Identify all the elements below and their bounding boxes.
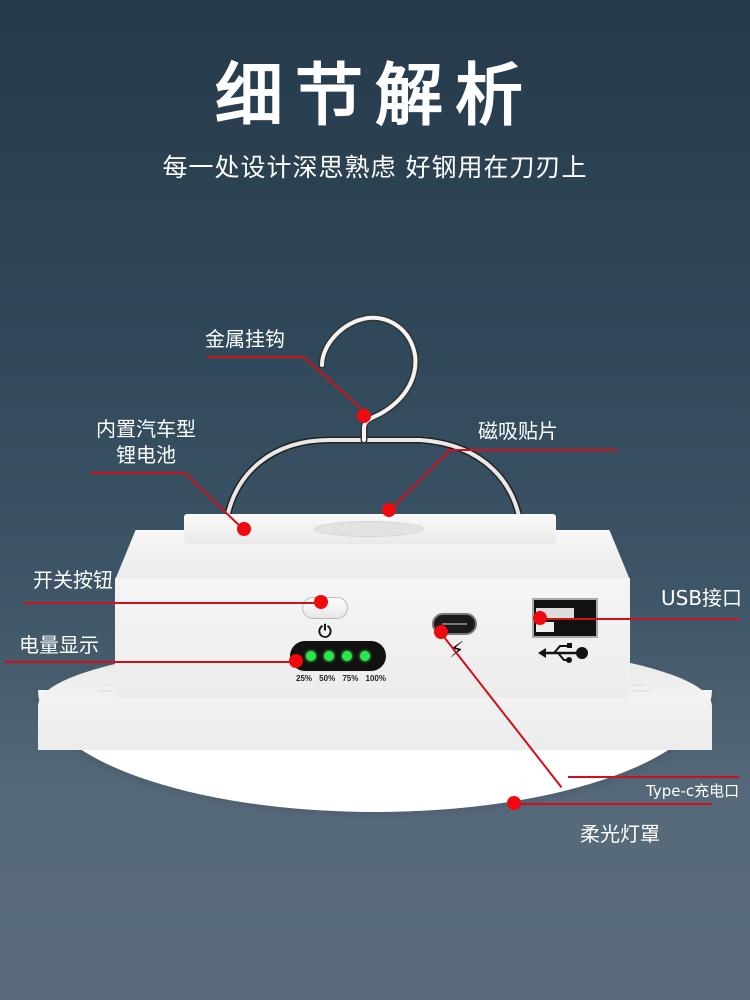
label-switch: 开关按钮 — [33, 568, 113, 592]
led-25 — [306, 651, 316, 661]
power-icon: ⏻ — [318, 622, 332, 642]
label-battery: 内置汽车型 锂电池 — [86, 416, 206, 468]
dot-power-display — [289, 654, 303, 668]
level-25: 25% — [296, 674, 313, 683]
line-lamp-cover — [514, 803, 712, 805]
line-switch — [24, 602, 322, 604]
usb-icon — [538, 643, 588, 663]
line-metal-hook-diag — [303, 356, 366, 413]
dot-switch — [314, 595, 328, 609]
dot-metal-hook — [357, 409, 371, 423]
label-typec-text: Type-c充电口 — [646, 782, 740, 800]
line-usb-port — [540, 618, 740, 620]
led-50 — [324, 651, 334, 661]
led-75 — [342, 651, 352, 661]
dot-battery — [237, 522, 251, 536]
page-subtitle: 每一处设计深思熟虑 好钢用在刀刃上 — [162, 153, 588, 182]
label-power-display: 电量显示 — [19, 633, 99, 657]
battery-indicator — [290, 641, 386, 671]
page-title: 细节解析 — [214, 57, 535, 136]
dot-lamp-cover — [507, 796, 521, 810]
line-typec-port — [568, 776, 739, 778]
label-battery-line1: 内置汽车型 — [96, 417, 196, 441]
line-battery — [90, 472, 185, 474]
dot-typec-port — [434, 625, 448, 639]
battery-levels: 25% 50% 75% 100% — [296, 674, 386, 683]
level-50: 50% — [319, 674, 336, 683]
dot-usb-port — [533, 611, 547, 625]
line-metal-hook — [207, 356, 304, 358]
line-power-display — [4, 661, 296, 663]
label-metal-hook: 金属挂钩 — [205, 327, 285, 351]
line-magnet — [447, 449, 617, 451]
led-100 — [360, 651, 370, 661]
label-magnet: 磁吸贴片 — [478, 419, 558, 443]
label-typec-port: Type-c充电口 — [646, 782, 739, 802]
label-usb-port: USB接口 — [661, 586, 743, 610]
label-battery-line2: 锂电池 — [116, 443, 176, 467]
level-75: 75% — [342, 674, 359, 683]
line-magnet-diag — [388, 448, 452, 512]
level-100: 100% — [365, 674, 386, 683]
label-lamp-cover: 柔光灯罩 — [580, 822, 660, 846]
dot-magnet — [382, 503, 396, 517]
